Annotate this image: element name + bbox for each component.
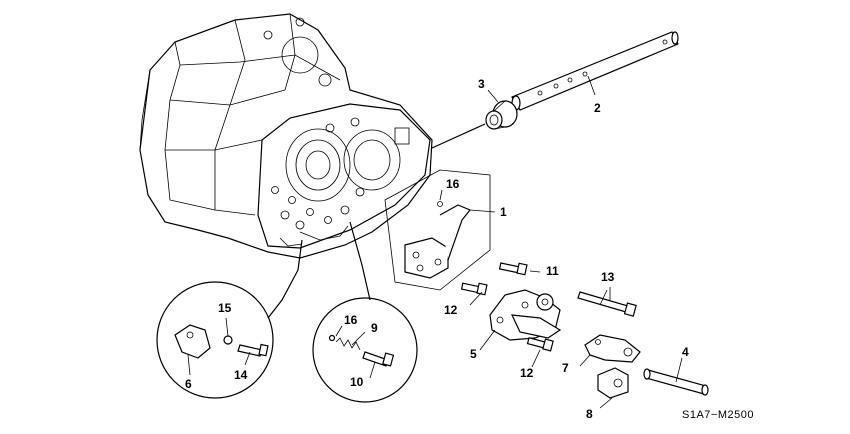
shift-rod — [511, 31, 679, 111]
callout-11: 11 — [546, 264, 559, 278]
interlock-lever — [584, 334, 641, 363]
callout-3: 3 — [478, 77, 485, 91]
leader-line-left-detail — [267, 239, 303, 319]
callout-12-lower: 12 — [520, 366, 534, 380]
bolt-13 — [577, 291, 637, 317]
callout-16-lower: 16 — [344, 313, 358, 327]
callout-8: 8 — [586, 407, 593, 421]
callout-2: 2 — [594, 101, 601, 115]
callout-7: 7 — [562, 361, 569, 375]
shift-arm-assembly — [489, 289, 562, 341]
bolt-12-lower — [526, 337, 554, 352]
leader-line-right-detail — [349, 221, 371, 301]
callout-5: 5 — [470, 347, 477, 361]
callout-14: 14 — [234, 368, 248, 382]
callout-15: 15 — [218, 301, 232, 315]
oil-seal — [485, 100, 518, 130]
callout-12-upper: 12 — [444, 303, 458, 317]
callout-4: 4 — [682, 345, 689, 359]
figure-code: S1A7−M2500 — [682, 409, 754, 421]
detail-circle-left — [156, 281, 274, 399]
callout-6: 6 — [185, 377, 192, 391]
callout-10: 10 — [350, 375, 364, 389]
leader-line-housing-to-3 — [431, 123, 486, 149]
callout-9: 9 — [371, 321, 378, 335]
interlock-block — [597, 367, 629, 399]
bolt-12-upper — [460, 282, 488, 296]
callout-1: 1 — [500, 205, 507, 219]
transmission-housing — [139, 13, 433, 259]
callout-13: 13 — [601, 270, 615, 284]
shift-lever-bracket — [404, 201, 471, 279]
leader-lines — [187, 75, 683, 409]
part-1-group-outline — [384, 169, 491, 291]
callout-16-upper: 16 — [446, 177, 460, 191]
bolt-11 — [498, 262, 528, 276]
detail-circle-right — [312, 297, 418, 403]
